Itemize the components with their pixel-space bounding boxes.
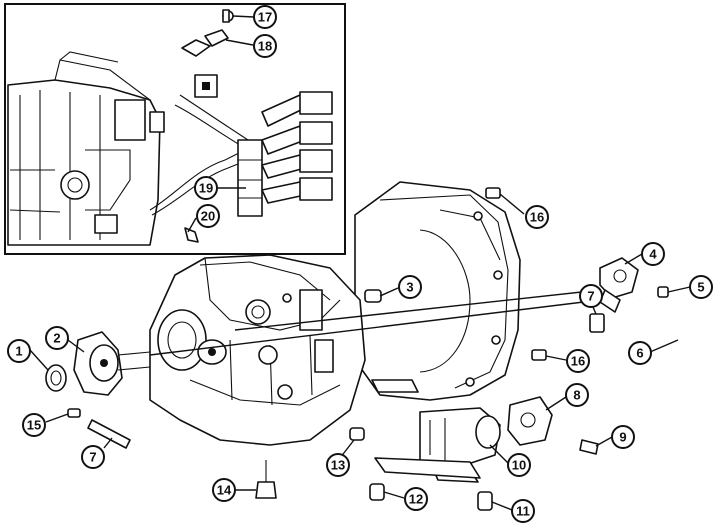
callout-13-label: 13 [331,458,345,473]
seal-ring [45,364,67,392]
callout-20: 20 [196,204,220,228]
callout-12-label: 12 [409,492,423,507]
actuator [419,407,501,483]
callout-4: 4 [641,242,665,266]
callout-9-label: 9 [619,430,626,445]
callout-18: 18 [253,34,277,58]
callout-7-sensor: 7 [579,284,603,308]
callout-2: 2 [45,326,69,350]
callout-9: 9 [611,425,635,449]
callout-1: 1 [7,339,31,363]
callout-6: 6 [628,341,652,365]
callout-20-label: 20 [201,209,215,224]
callout-18-label: 18 [258,39,272,54]
callout-3: 3 [398,275,422,299]
callout-11-label: 11 [516,504,530,519]
callout-13: 13 [326,453,350,477]
callout-19: 19 [194,176,218,200]
callout-7-rod: 7 [81,445,105,469]
callout-1-label: 1 [15,344,22,359]
callout-5-label: 5 [697,280,704,295]
callout-2-label: 2 [53,331,60,346]
exploded-parts [45,187,690,511]
switch-unit [599,257,639,313]
callout-8: 8 [565,383,589,407]
callout-15-label: 15 [27,418,41,433]
plug-connectors [261,91,333,204]
callout-16-top: 16 [525,205,549,229]
callout-6-label: 6 [636,346,643,361]
callout-17: 17 [253,5,277,29]
callout-15: 15 [22,413,46,437]
callout-12: 12 [404,487,428,511]
callout-19-label: 19 [199,181,213,196]
callout-3-label: 3 [406,280,413,295]
transmission-housing [149,181,601,446]
callout-10: 10 [507,453,531,477]
callout-7-sensor-label: 7 [587,289,594,304]
callout-4-label: 4 [649,247,657,262]
callout-8-label: 8 [573,388,580,403]
callout-16-top-label: 16 [530,210,544,225]
callout-16-lower: 16 [566,349,590,373]
callout-11: 11 [511,499,535,523]
callout-7-rod-label: 7 [89,450,96,465]
output-flange [73,331,151,396]
callout-14: 14 [212,478,236,502]
callout-10-label: 10 [512,458,526,473]
callout-14-label: 14 [217,483,232,498]
callout-5: 5 [689,275,713,299]
inset-detail [4,3,346,255]
callout-17-label: 17 [258,10,272,25]
callout-16-lower-label: 16 [571,354,585,369]
